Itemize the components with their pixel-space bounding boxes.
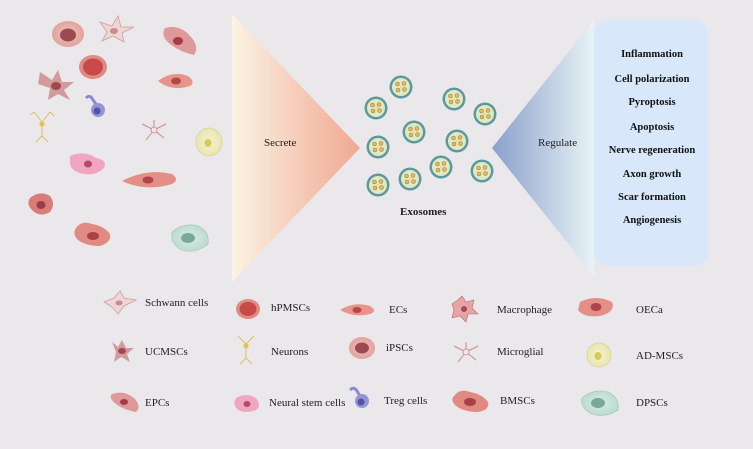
regulate-item: Cell polarization xyxy=(614,74,690,85)
legend-label: BMSCs xyxy=(500,395,535,407)
legend-label: Neurons xyxy=(271,346,309,358)
regulate-item: Axon growth xyxy=(622,169,682,180)
legend-label: Neural stem cells xyxy=(269,397,346,409)
regulate-item: Pyroptosis xyxy=(628,97,676,108)
exosome-icon xyxy=(366,173,390,197)
legend-label: hPMSCs xyxy=(271,302,311,314)
regulate-item: Inflammation xyxy=(621,49,683,60)
cell-collage xyxy=(28,14,223,252)
exosome-icon xyxy=(473,102,497,126)
exosome-icon xyxy=(442,87,466,111)
neurons-icon xyxy=(237,335,255,365)
legend-icons xyxy=(103,290,619,416)
regulate-box xyxy=(594,20,708,266)
regulate-item: Nerve regeneration xyxy=(608,145,696,156)
exosome-icon xyxy=(366,135,390,159)
legend-label: Treg cells xyxy=(384,395,428,407)
exosome-icon xyxy=(389,75,413,99)
exosomes-label: Exosomes xyxy=(400,206,447,218)
regulate-item: Scar formation xyxy=(618,192,686,203)
legend-label: iPSCs xyxy=(386,342,413,354)
exosome-icon xyxy=(398,167,422,191)
schwann-cell-icon xyxy=(98,14,135,43)
regulate-label: Regulate xyxy=(538,137,578,149)
exosome-icon xyxy=(364,96,388,120)
exosome-cluster xyxy=(364,75,497,197)
regulate-funnel xyxy=(492,20,594,276)
legend-label: Macrophage xyxy=(497,304,552,316)
legend-label: EPCs xyxy=(145,397,170,409)
legend-label: OECa xyxy=(636,304,663,316)
regulate-item: Apoptosis xyxy=(629,122,675,133)
legend-label: DPSCs xyxy=(636,397,668,409)
neuron-cell-icon xyxy=(29,111,55,143)
secrete-funnel xyxy=(232,14,360,282)
regulate-item: Angiogenesis xyxy=(622,215,682,226)
legend-label: ECs xyxy=(389,304,408,316)
exosome-icon xyxy=(445,129,469,153)
legend-label: AD-MSCs xyxy=(636,350,684,362)
exosome-icon xyxy=(470,159,494,183)
exosome-icon xyxy=(429,155,453,179)
secrete-label: Secrete xyxy=(264,137,297,149)
legend-label: Microglial xyxy=(497,346,544,358)
legend-label: UCMSCs xyxy=(145,346,188,358)
exosome-icon xyxy=(402,120,426,144)
legend-label: Schwann cells xyxy=(145,297,209,309)
